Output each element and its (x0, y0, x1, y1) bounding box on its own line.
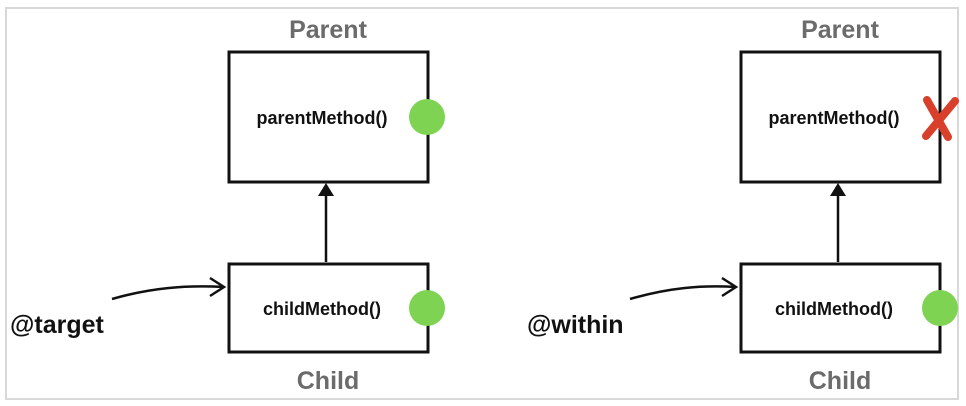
red-x-icon (922, 96, 959, 141)
child-class-label: Child (809, 367, 872, 395)
green-dot-icon (409, 99, 445, 135)
annotation-label: @target (10, 311, 105, 339)
outer-frame (5, 7, 959, 400)
parent-class-label: Parent (289, 16, 367, 44)
green-dot-icon (922, 290, 958, 326)
parent-method-label: parentMethod() (769, 108, 900, 128)
parent-method-label: parentMethod() (257, 108, 388, 128)
panel-target: Parent parentMethod() childMethod() Chil… (10, 16, 445, 395)
pointcut-arrow (111, 285, 225, 301)
arrowhead-icon (721, 276, 739, 298)
arrowhead-icon (830, 183, 846, 196)
child-method-label: childMethod() (775, 299, 893, 319)
parent-class-label: Parent (801, 16, 879, 44)
arrowhead-icon (209, 276, 227, 298)
annotation-label: @within (527, 311, 624, 339)
panel-within: Parent parentMethod() childMethod() Chil… (527, 16, 959, 395)
parent-class-box (739, 50, 942, 184)
parent-class-box (227, 50, 430, 184)
child-class-label: Child (297, 367, 360, 395)
pointcut-arrow (629, 285, 737, 301)
green-dot-icon (409, 290, 445, 326)
child-method-label: childMethod() (263, 299, 381, 319)
arrowhead-icon (318, 183, 334, 196)
